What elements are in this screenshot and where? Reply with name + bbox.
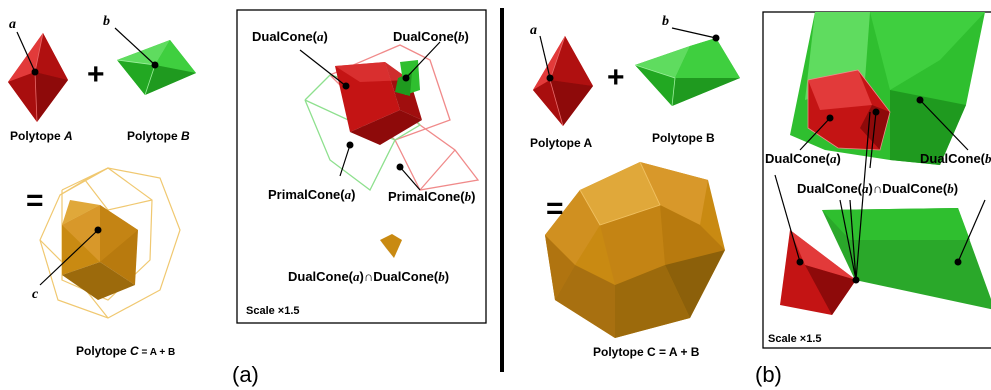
label-b-dualcone-a: DualCone(a) xyxy=(765,151,841,166)
label-vertex-a: a xyxy=(9,17,16,32)
panel-b-polytope-a-red xyxy=(533,35,593,127)
panel-b-dots xyxy=(546,34,720,82)
panel-b-polytope-c-solid xyxy=(545,161,725,338)
label-intersection-a: DualCone(a)∩DualCone(b) xyxy=(288,269,450,284)
label-vertex-c: c xyxy=(32,287,39,302)
inset-a-dots xyxy=(342,74,410,171)
inset-a-intersection-small xyxy=(380,234,402,258)
panel-a-dots xyxy=(31,61,159,234)
inset-b-dualcone-b-green-bottom xyxy=(822,208,991,310)
inset-b-dots xyxy=(796,96,962,284)
plus-sign-b: + xyxy=(607,61,625,94)
label-b-vertex-b: b xyxy=(662,14,669,29)
label-b-polytope-a: Polytope A xyxy=(530,136,593,150)
label-polytope-b: Polytope B xyxy=(127,129,190,143)
label-vertex-b: b xyxy=(103,14,110,29)
panel-a-inset-frame xyxy=(236,9,487,324)
label-b-dualcone-b: DualCone(b xyxy=(920,152,991,165)
label-dualcone-b: DualCone(b) xyxy=(393,29,469,44)
panel-b-polytope-b-green xyxy=(634,38,740,107)
polytope-c-orange-solid xyxy=(62,200,138,300)
inset-b-dualcone-a-red-top xyxy=(807,69,891,151)
label-scale-a: Scale ×1.5 xyxy=(246,305,300,317)
inset-b-dualcone-a-red-bottom xyxy=(780,230,856,315)
inset-a-pointers xyxy=(299,41,441,191)
label-primalcone-b: PrimalCone(b) xyxy=(388,189,476,204)
caption-b: (b) xyxy=(755,362,782,387)
equals-sign-b: = xyxy=(546,192,564,225)
label-b-polytope-b: Polytope B xyxy=(652,131,715,145)
plus-sign: + xyxy=(87,58,105,91)
label-polytope-a: Polytope A xyxy=(10,129,73,143)
label-primalcone-a: PrimalCone(a) xyxy=(268,187,356,202)
panel-b-pointers xyxy=(539,27,717,79)
caption-a: (a) xyxy=(232,362,259,387)
polytope-c-wireframe xyxy=(39,167,181,319)
label-b-polytope-c: Polytope C = A + B xyxy=(593,345,700,359)
inset-a-dualcone-a-red xyxy=(335,62,422,145)
label-b-vertex-a: a xyxy=(530,23,537,38)
polytope-a-red-octahedron xyxy=(8,32,68,123)
label-b-intersection: DualCone(a)∩DualCone(b) xyxy=(797,181,959,196)
polytope-b-green-shape xyxy=(116,40,196,96)
inset-b-pointers xyxy=(774,99,986,281)
label-scale-b: Scale ×1.5 xyxy=(768,333,822,345)
panel-a-pointers xyxy=(16,27,156,286)
label-dualcone-a: DualCone(a) xyxy=(252,29,328,44)
equals-sign: = xyxy=(26,184,44,217)
label-polytope-c: Polytope C = A + B xyxy=(76,344,176,358)
